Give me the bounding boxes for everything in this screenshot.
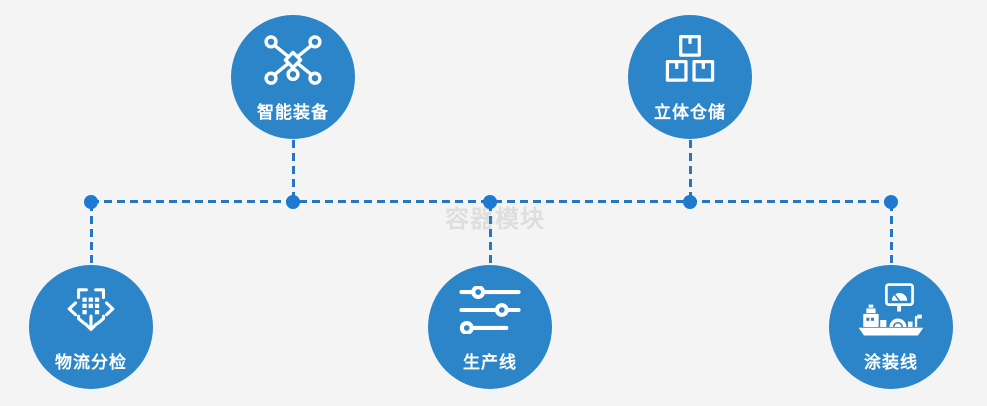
junction-dot bbox=[884, 195, 898, 209]
sliders-icon bbox=[459, 283, 521, 337]
connector-painting-line bbox=[889, 203, 893, 265]
connector-warehouse bbox=[688, 140, 692, 202]
connector-smart-equipment bbox=[291, 140, 295, 202]
watermark: 容器模块 bbox=[445, 206, 545, 233]
stacked-boxes-icon bbox=[664, 33, 716, 87]
machine-console-icon bbox=[854, 283, 928, 337]
node-logistics-sorting: 物流分检 bbox=[29, 265, 153, 389]
node-production-line: 生产线 bbox=[428, 265, 552, 389]
junction-dot bbox=[84, 195, 98, 209]
node-label: 涂装线 bbox=[864, 353, 918, 372]
node-label: 生产线 bbox=[463, 353, 517, 372]
node-painting-line: 涂装线 bbox=[829, 265, 953, 389]
node-label: 智能装备 bbox=[257, 103, 329, 122]
node-label: 立体仓储 bbox=[654, 103, 726, 122]
junction-dot bbox=[286, 195, 300, 209]
sort-dispatch-icon bbox=[63, 283, 119, 337]
connector-logistics-sorting bbox=[89, 203, 93, 265]
node-smart-equipment: 智能装备 bbox=[231, 15, 355, 139]
node-warehouse: 立体仓储 bbox=[628, 15, 752, 139]
junction-dot bbox=[483, 195, 497, 209]
connector-production-line bbox=[488, 203, 492, 265]
junction-dot bbox=[683, 195, 697, 209]
network-nodes-icon bbox=[264, 33, 322, 87]
node-label: 物流分检 bbox=[55, 353, 127, 372]
